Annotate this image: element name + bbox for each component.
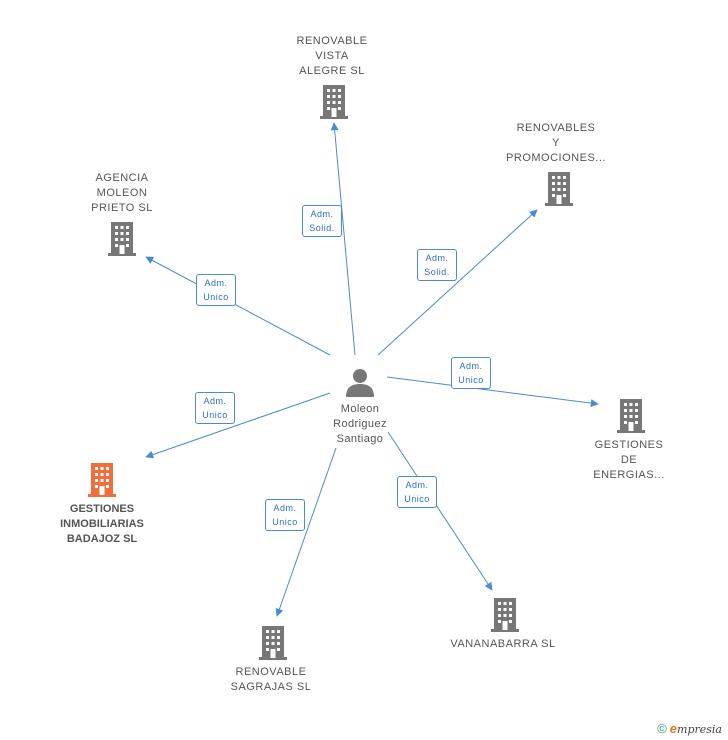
building-icon: [88, 463, 116, 497]
edge-renovable-vista-alegre: [330, 122, 356, 356]
company-gestiones-inmobiliarias-badajoz-line: GESTIONES: [69, 503, 135, 515]
company-agencia-moleon-prieto-line: MOLEON: [96, 187, 148, 199]
role-text: Adm.: [405, 480, 429, 490]
role-badge-agencia-moleon-prieto[interactable]: Adm. Unico: [196, 274, 236, 306]
footer-brand: ©empresia: [657, 721, 722, 736]
role-text: Unico: [203, 292, 229, 302]
company-renovable-vista-alegre-line: ALEGRE SL: [299, 65, 365, 77]
role-text: Adm.: [204, 278, 228, 288]
edge-vananabarra: [387, 431, 493, 591]
role-text: Adm.: [273, 503, 297, 513]
company-agencia-moleon-prieto[interactable]: AGENCIA MOLEON PRIETO SL: [52, 171, 192, 216]
company-agencia-moleon-prieto-line: PRIETO SL: [91, 202, 153, 214]
person-name-line: Santiago: [336, 433, 384, 445]
building-icon: [491, 598, 519, 632]
person-icon: [346, 369, 374, 397]
role-text: Unico: [458, 375, 484, 385]
company-vananabarra-line: VANANABARRA SL: [450, 638, 556, 650]
brand-initial: e: [669, 721, 678, 736]
role-text: Adm.: [459, 361, 483, 371]
company-vananabarra[interactable]: VANANABARRA SL: [433, 637, 573, 652]
edge-gestiones-energias: [386, 376, 599, 408]
company-renovable-vista-alegre[interactable]: RENOVABLE VISTA ALEGRE SL: [262, 34, 402, 79]
company-gestiones-energias-line: GESTIONES: [594, 439, 664, 451]
role-text: Unico: [404, 494, 430, 504]
company-renovable-vista-alegre-line: RENOVABLE: [296, 35, 368, 47]
company-renovables-promociones[interactable]: RENOVABLES Y PROMOCIONES...: [486, 121, 626, 166]
edge-agencia-moleon-prieto: [145, 256, 331, 356]
role-text: Adm.: [425, 253, 449, 263]
role-badge-renovables-promociones[interactable]: Adm. Solid.: [417, 249, 457, 281]
brand-name: mpresia: [677, 723, 722, 736]
company-gestiones-inmobiliarias-badajoz-line: INMOBILIARIAS: [60, 518, 144, 530]
building-icon: [320, 85, 348, 119]
edges: [145, 122, 599, 617]
role-text: Unico: [272, 517, 298, 527]
company-renovable-sagrajas-line: RENOVABLE: [235, 666, 307, 678]
company-renovables-promociones-line: Y: [552, 137, 560, 149]
company-gestiones-inmobiliarias-badajoz-line: BADAJOZ SL: [66, 533, 138, 545]
copyright-icon: ©: [657, 721, 667, 736]
role-text: Solid.: [424, 267, 450, 277]
company-renovable-vista-alegre-line: VISTA: [315, 50, 349, 62]
company-renovables-promociones-line: RENOVABLES: [516, 122, 596, 134]
role-text: Unico: [202, 410, 228, 420]
building-icon: [545, 172, 573, 206]
edge-renovables-promociones: [377, 209, 538, 356]
role-text: Solid.: [309, 223, 335, 233]
company-agencia-moleon-prieto-line: AGENCIA: [95, 172, 149, 184]
role-badge-renovable-sagrajas[interactable]: Adm. Unico: [265, 499, 305, 531]
company-renovable-sagrajas[interactable]: RENOVABLE SAGRAJAS SL: [201, 665, 341, 695]
person-name-line: Rodriguez: [333, 418, 387, 430]
person-name-line: Moleon: [340, 403, 380, 415]
building-icon: [259, 626, 287, 660]
role-badge-vananabarra[interactable]: Adm. Unico: [397, 476, 437, 508]
role-text: Adm.: [203, 396, 227, 406]
edge-renovable-sagrajas: [275, 447, 337, 617]
company-gestiones-energias-line: ENERGIAS...: [593, 469, 665, 481]
company-gestiones-inmobiliarias-badajoz[interactable]: GESTIONES INMOBILIARIAS BADAJOZ SL: [32, 502, 172, 547]
role-text: Adm.: [310, 209, 334, 219]
role-badge-gestiones-energias[interactable]: Adm. Unico: [451, 357, 491, 389]
role-badge-renovable-vista-alegre[interactable]: Adm. Solid.: [302, 205, 342, 237]
role-badge-gestiones-inmobiliarias-badajoz[interactable]: Adm. Unico: [195, 392, 235, 424]
building-icon: [617, 399, 645, 433]
company-renovable-sagrajas-line: SAGRAJAS SL: [230, 681, 312, 693]
company-gestiones-energias-line: DE: [620, 454, 638, 466]
company-renovables-promociones-line: PROMOCIONES...: [506, 152, 606, 164]
building-icon: [108, 222, 136, 256]
company-gestiones-energias[interactable]: GESTIONES DE ENERGIAS...: [559, 438, 699, 483]
edge-gestiones-inmobiliarias-badajoz: [145, 392, 331, 459]
